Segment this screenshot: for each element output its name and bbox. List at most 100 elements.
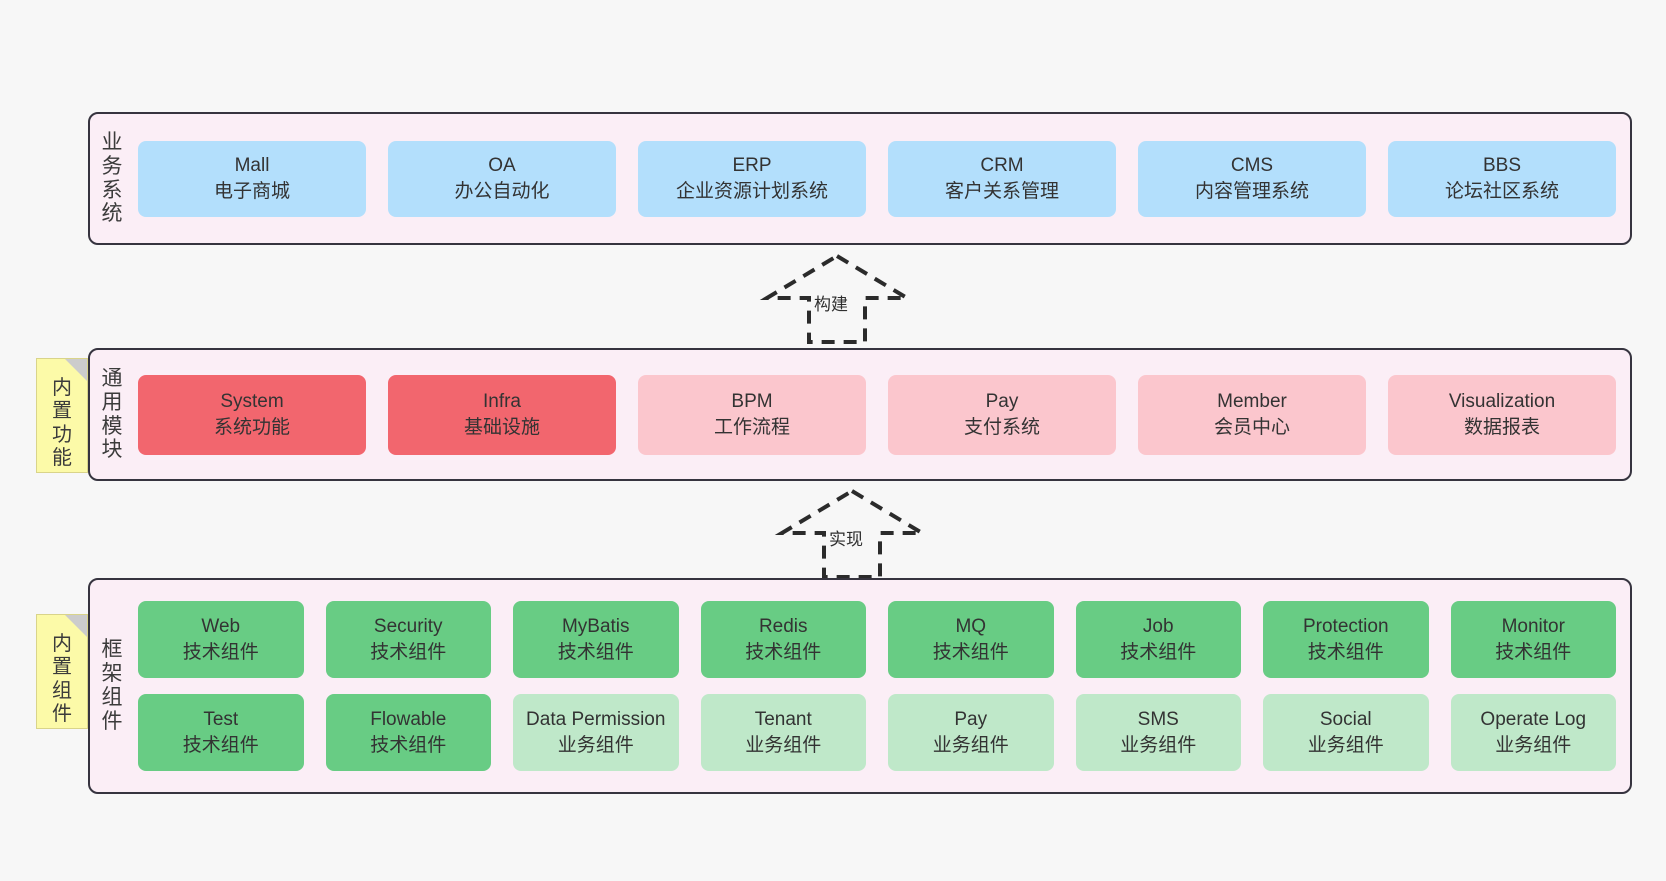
card-subtitle: 技术组件 (370, 734, 447, 756)
card-subtitle: 技术组件 (932, 641, 1009, 663)
card-title: Monitor (1501, 615, 1565, 637)
card-crm[interactable]: CRM 客户关系管理 (888, 140, 1116, 217)
note-char: 功 (52, 423, 72, 446)
card-erp[interactable]: ERP 企业资源计划系统 (638, 140, 866, 217)
card-subtitle: 业务组件 (1495, 734, 1572, 756)
layer-body-framework-component: Web 技术组件 Security 技术组件 MyBatis 技术组件 Redi… (134, 580, 1630, 792)
layer-body-common-module: System 系统功能 Infra 基础设施 BPM 工作流程 Pay 支付系统… (134, 350, 1630, 479)
card-subtitle: 数据报表 (1463, 416, 1540, 438)
card-protection[interactable]: Protection 技术组件 (1263, 601, 1429, 678)
card-member[interactable]: Member 会员中心 (1138, 374, 1366, 455)
card-title: SMS (1137, 708, 1179, 730)
label-char: 用 (101, 390, 123, 414)
card-cms[interactable]: CMS 内容管理系统 (1138, 140, 1366, 217)
card-subtitle: 业务组件 (557, 734, 634, 756)
card-subtitle: 技术组件 (370, 641, 447, 663)
card-title: Data Permission (526, 708, 666, 730)
card-title: Redis (758, 615, 808, 637)
label-char: 框 (101, 638, 123, 662)
card-title: CMS (1230, 154, 1274, 176)
card-title: Pay (954, 708, 988, 730)
card-visualization[interactable]: Visualization 数据报表 (1388, 374, 1616, 455)
card-subtitle: 系统功能 (213, 416, 290, 438)
card-subtitle: 技术组件 (557, 641, 634, 663)
card-pay-business[interactable]: Pay 业务组件 (888, 694, 1054, 771)
card-title: MQ (955, 615, 987, 637)
card-title: System (220, 390, 284, 412)
layer-label-framework-component: 框 架 组 件 (90, 580, 134, 792)
note-builtin-function: 内 置 功 能 (36, 358, 88, 473)
label-char: 统 (101, 202, 123, 226)
card-title: Infra (482, 390, 522, 412)
note-char: 置 (52, 400, 72, 423)
arrow-build: 构建 (757, 252, 917, 344)
card-subtitle: 技术组件 (1120, 641, 1197, 663)
card-operate-log[interactable]: Operate Log 业务组件 (1450, 694, 1616, 771)
note-char: 内 (52, 377, 72, 400)
card-subtitle: 业务组件 (1120, 734, 1197, 756)
card-security[interactable]: Security 技术组件 (325, 601, 491, 678)
card-mq[interactable]: MQ 技术组件 (888, 601, 1054, 678)
label-char: 业 (101, 130, 123, 154)
label-char: 系 (101, 178, 123, 202)
layer-label-common-module: 通 用 模 块 (90, 350, 134, 479)
note-char: 置 (52, 656, 72, 679)
card-title: Member (1217, 390, 1287, 412)
note-char: 内 (52, 633, 72, 656)
card-redis[interactable]: Redis 技术组件 (700, 601, 866, 678)
card-infra[interactable]: Infra 基础设施 (388, 374, 616, 455)
card-subtitle: 技术组件 (182, 641, 259, 663)
card-title: Job (1142, 615, 1174, 637)
card-subtitle: 工作流程 (713, 416, 790, 438)
card-subtitle: 技术组件 (1495, 641, 1572, 663)
card-job[interactable]: Job 技术组件 (1075, 601, 1241, 678)
label-char: 件 (101, 709, 123, 733)
card-mall[interactable]: Mall 电子商城 (138, 140, 366, 217)
card-data-permission[interactable]: Data Permission 业务组件 (513, 694, 679, 771)
card-social[interactable]: Social 业务组件 (1263, 694, 1429, 771)
card-pay[interactable]: Pay 支付系统 (888, 374, 1116, 455)
layer-label-business-system: 业 务 系 统 (90, 114, 134, 243)
card-system[interactable]: System 系统功能 (138, 374, 366, 455)
note-builtin-component: 内 置 组 件 (36, 614, 88, 729)
card-title: Security (373, 615, 443, 637)
card-bpm[interactable]: BPM 工作流程 (638, 374, 866, 455)
card-title: Tenant (754, 708, 812, 730)
card-title: Social (1319, 708, 1372, 730)
card-subtitle: 电子商城 (213, 180, 290, 202)
card-bbs[interactable]: BBS 论坛社区系统 (1388, 140, 1616, 217)
card-title: MyBatis (561, 615, 630, 637)
card-title: Flowable (370, 708, 447, 730)
card-row: Mall 电子商城 OA 办公自动化 ERP 企业资源计划系统 CRM 客户关系… (138, 140, 1616, 217)
card-oa[interactable]: OA 办公自动化 (388, 140, 616, 217)
card-title: BPM (731, 390, 773, 412)
note-fold-icon (65, 615, 87, 637)
card-subtitle: 基础设施 (463, 416, 540, 438)
card-title: Visualization (1448, 390, 1556, 412)
card-subtitle: 企业资源计划系统 (675, 180, 828, 202)
card-flowable[interactable]: Flowable 技术组件 (325, 694, 491, 771)
arrow-implement: 实现 (772, 487, 932, 579)
card-title: ERP (732, 154, 772, 176)
card-title: OA (488, 154, 516, 176)
card-title: BBS (1482, 154, 1522, 176)
card-monitor[interactable]: Monitor 技术组件 (1450, 601, 1616, 678)
card-row: System 系统功能 Infra 基础设施 BPM 工作流程 Pay 支付系统… (138, 374, 1616, 455)
card-subtitle: 内容管理系统 (1194, 180, 1309, 202)
label-char: 块 (101, 438, 123, 462)
card-mybatis[interactable]: MyBatis 技术组件 (513, 601, 679, 678)
card-tenant[interactable]: Tenant 业务组件 (700, 694, 866, 771)
layer-common-module: 通 用 模 块 System 系统功能 Infra 基础设施 BPM 工作流程 … (88, 348, 1632, 481)
card-subtitle: 技术组件 (182, 734, 259, 756)
note-char: 能 (52, 446, 72, 469)
card-title: Protection (1302, 615, 1389, 637)
label-char: 务 (101, 154, 123, 178)
note-char: 件 (52, 702, 72, 725)
card-subtitle: 会员中心 (1213, 416, 1290, 438)
card-test[interactable]: Test 技术组件 (138, 694, 304, 771)
layer-business-system: 业 务 系 统 Mall 电子商城 OA 办公自动化 ERP 企业资源计划系统 … (88, 112, 1632, 245)
card-web[interactable]: Web 技术组件 (138, 601, 304, 678)
card-sms[interactable]: SMS 业务组件 (1075, 694, 1241, 771)
arrow-implement-icon (774, 488, 930, 579)
card-title: Test (203, 708, 239, 730)
